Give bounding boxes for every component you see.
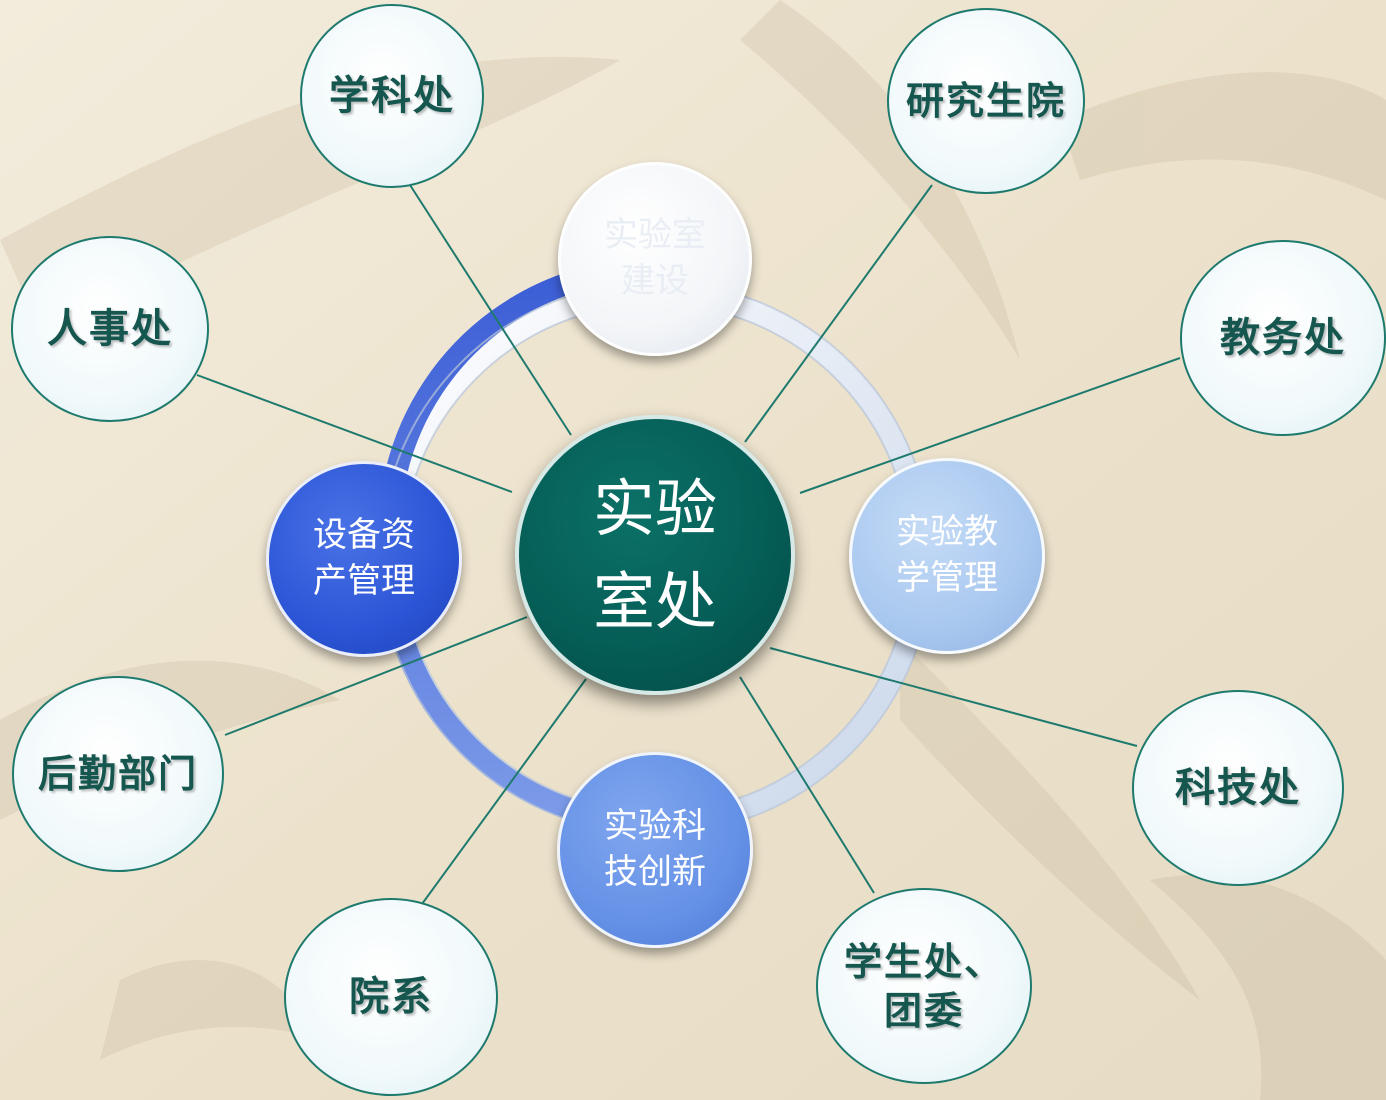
node-jiaowuchu: 教务处 (1180, 240, 1386, 436)
node-center-lab-office-label: 实验 室处 (592, 472, 717, 638)
line-xueshengchu (739, 676, 875, 894)
node-kejichu: 科技处 (1132, 690, 1344, 886)
node-renshichu-label: 人事处 (47, 305, 173, 352)
line-jiaowuchu (799, 357, 1181, 494)
node-yanjiushengyuan-label: 研究生院 (905, 78, 1066, 124)
node-xueshengchu: 学生处、 团委 (816, 888, 1032, 1084)
node-yanjiushengyuan: 研究生院 (887, 8, 1085, 194)
node-lab-construction-label: 实验室 建设 (604, 215, 706, 301)
line-yanjiushengyuan (744, 184, 933, 443)
line-kejichu (769, 647, 1138, 747)
node-xuekechu: 学科处 (300, 4, 484, 188)
node-lab-tech-innovation-label: 实验科 技创新 (604, 806, 706, 892)
connector-lines (196, 184, 1181, 905)
line-renshichu (196, 374, 513, 493)
line-houqinbumen (224, 616, 528, 736)
node-equipment-asset-management: 设备资 产管理 (266, 461, 462, 657)
node-xueshengchu-label: 学生处、 团委 (843, 938, 1004, 1033)
node-xuekechu-label: 学科处 (329, 72, 455, 119)
line-yuanxi (421, 678, 587, 905)
node-center-lab-office: 实验 室处 (515, 415, 795, 695)
node-houqinbumen-label: 后勤部门 (37, 751, 198, 797)
node-renshichu: 人事处 (11, 236, 209, 422)
node-jiaowuchu-label: 教务处 (1220, 314, 1346, 361)
node-lab-construction: 实验室 建设 (558, 162, 752, 356)
node-houqinbumen: 后勤部门 (12, 676, 224, 872)
node-lab-tech-innovation: 实验科 技创新 (557, 752, 753, 948)
line-xuekechu (409, 184, 572, 436)
node-yuanxi: 院系 (284, 898, 498, 1096)
node-lab-teaching-management-label: 实验教 学管理 (896, 512, 998, 598)
node-equipment-asset-management-label: 设备资 产管理 (313, 515, 415, 601)
node-lab-teaching-management: 实验教 学管理 (849, 458, 1045, 654)
node-yuanxi-label: 院系 (349, 973, 433, 1020)
node-kejichu-label: 科技处 (1175, 764, 1301, 811)
